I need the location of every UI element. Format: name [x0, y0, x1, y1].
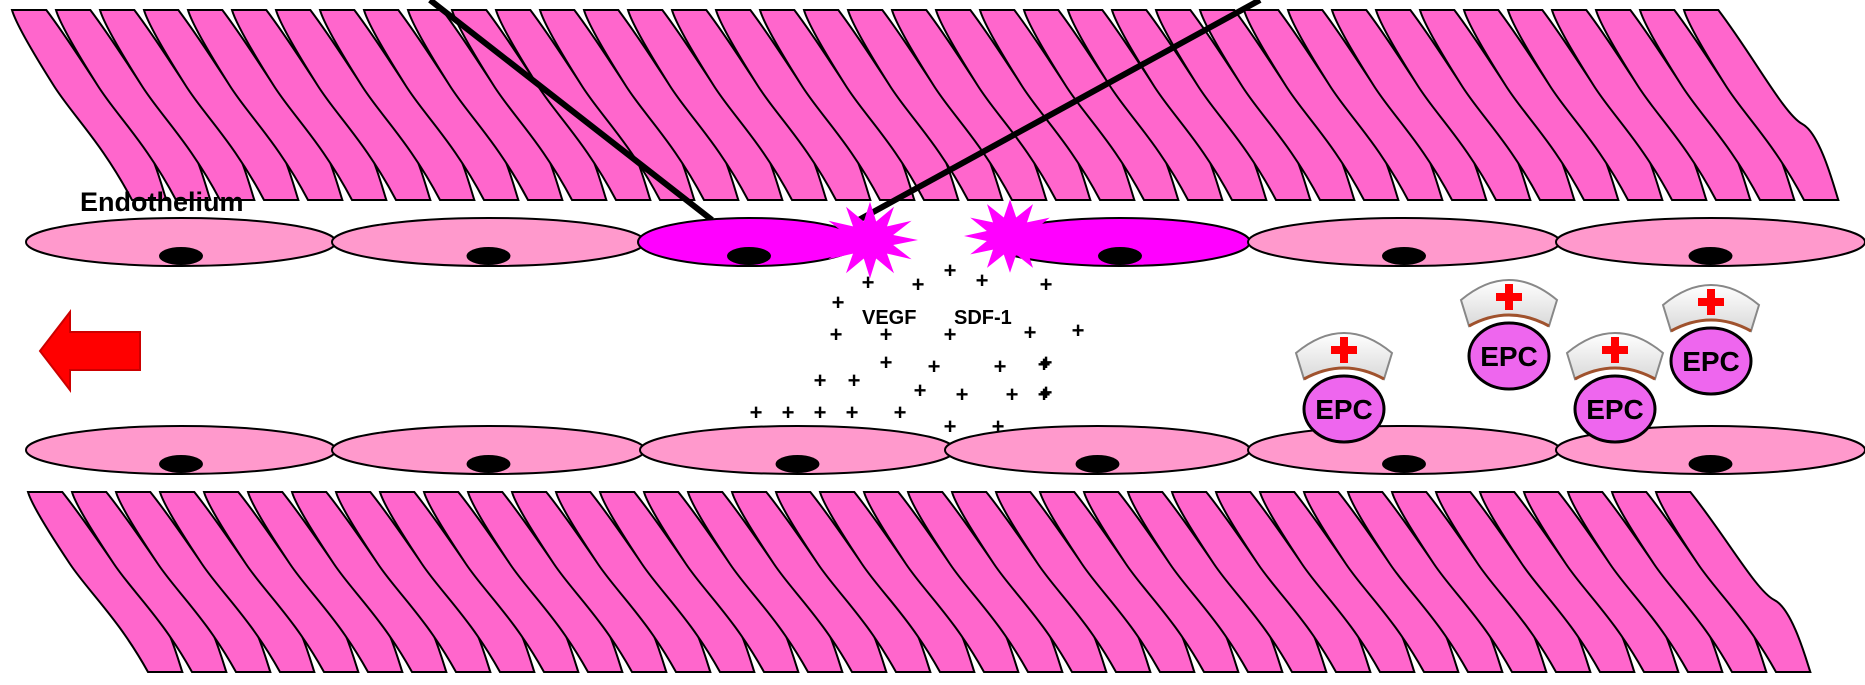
plus-sign-icon: + [814, 368, 827, 393]
plus-sign-icon: + [1024, 320, 1037, 345]
plus-sign-icon: + [1040, 380, 1053, 405]
cytokine-plus-signs: ++++++++++++++++++++++++++++++ [750, 258, 1085, 439]
epc-2: EPC [1567, 333, 1663, 442]
epc-label: EPC [1586, 394, 1644, 425]
plus-sign-icon: + [1006, 382, 1019, 407]
epc-1: EPC [1461, 280, 1557, 389]
endothelium-bottom-nucleus-5 [1689, 455, 1733, 473]
endothelium-label: Endothelium [80, 187, 244, 217]
starburst-icon-left [822, 202, 918, 279]
endothelium-bottom-nucleus-2 [776, 455, 820, 473]
endothelium-top-nucleus-4 [1382, 247, 1426, 265]
plus-sign-icon: + [1072, 318, 1085, 343]
vegf-label: VEGF [862, 307, 916, 329]
endothelium-top-nucleus-3 [1098, 247, 1142, 265]
plus-sign-icon: + [992, 414, 1005, 439]
plus-sign-icon: + [944, 258, 957, 283]
plus-sign-icon: + [976, 268, 989, 293]
plus-sign-icon: + [848, 368, 861, 393]
plus-sign-icon: + [880, 350, 893, 375]
epc-0: EPC [1296, 333, 1392, 442]
epc-label: EPC [1480, 341, 1538, 372]
epc-label: EPC [1682, 346, 1740, 377]
endothelium-bottom-nucleus-4 [1382, 455, 1426, 473]
plus-sign-icon: + [914, 378, 927, 403]
epc-3: EPC [1663, 285, 1759, 394]
plus-sign-icon: + [750, 400, 763, 425]
plus-sign-icon: + [894, 400, 907, 425]
plus-sign-icon: + [1040, 350, 1053, 375]
plus-sign-icon: + [1040, 272, 1053, 297]
plus-sign-icon: + [782, 400, 795, 425]
smooth-muscle-layer-top [12, 10, 1838, 200]
endothelium-top-nucleus-5 [1689, 247, 1733, 265]
plus-sign-icon: + [830, 322, 843, 347]
plus-sign-icon: + [912, 272, 925, 297]
plus-sign-icon: + [994, 354, 1007, 379]
plus-sign-icon: + [814, 400, 827, 425]
endothelium-top-nucleus-2 [727, 247, 771, 265]
plus-sign-icon: + [832, 290, 845, 315]
endothelium-bottom-nucleus-0 [159, 455, 203, 473]
plus-sign-icon: + [846, 400, 859, 425]
epc-label: EPC [1315, 394, 1373, 425]
endothelium-bottom-nucleus-3 [1076, 455, 1120, 473]
plus-sign-icon: + [928, 354, 941, 379]
plus-sign-icon: + [862, 270, 875, 295]
sdf1-label: SDF-1 [954, 307, 1012, 329]
plus-sign-icon: + [956, 382, 969, 407]
epc-cells: EPC EPC EPC EPC [1296, 280, 1759, 442]
plus-sign-icon: + [944, 414, 957, 439]
left-arrow-icon [40, 312, 140, 390]
endothelium-top-nucleus-1 [467, 247, 511, 265]
smooth-muscle-layer-bottom [28, 492, 1810, 672]
endothelium-top-nucleus-0 [159, 247, 203, 265]
endothelium-bottom-nucleus-1 [467, 455, 511, 473]
